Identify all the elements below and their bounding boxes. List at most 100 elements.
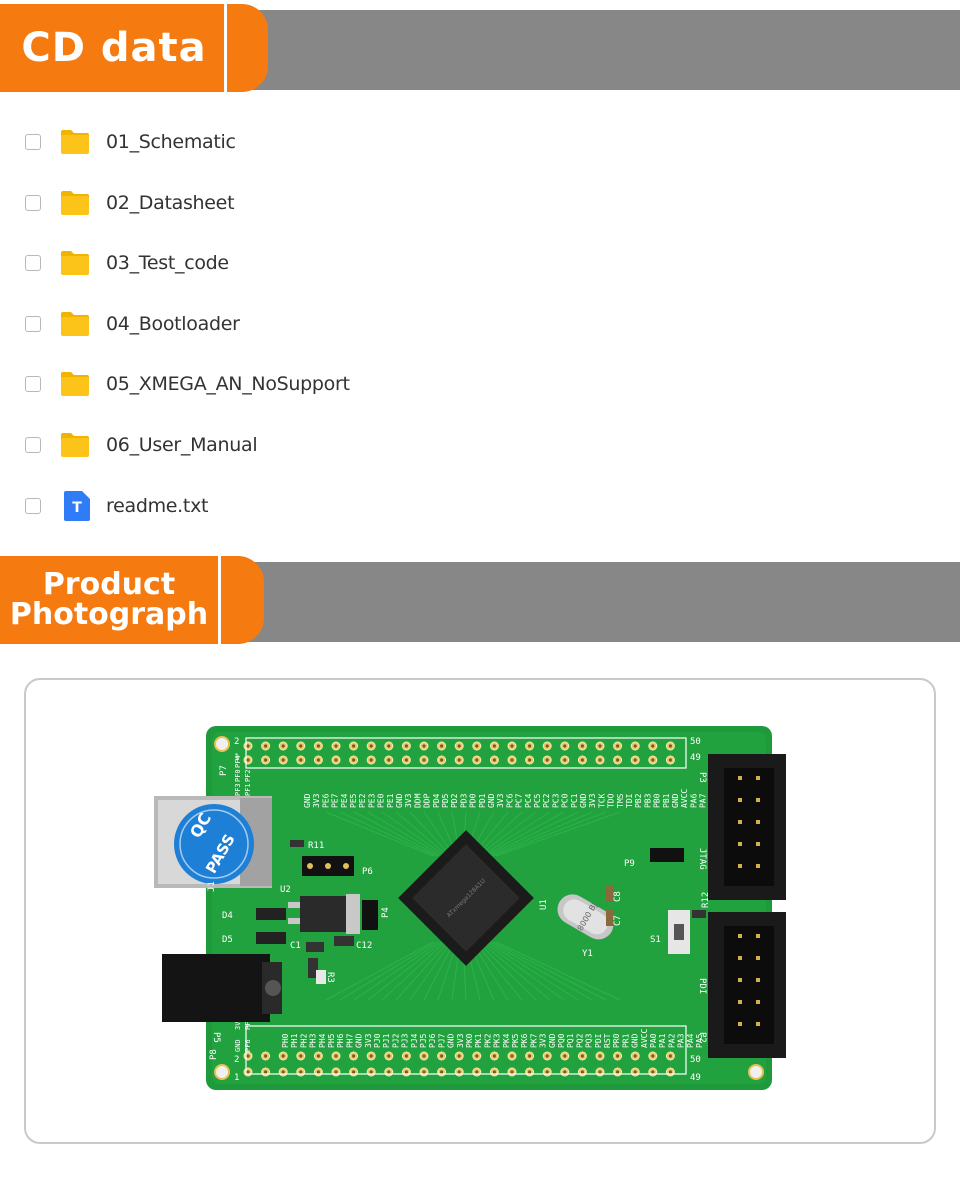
top-pin-label: PE1 — [386, 793, 395, 808]
text-file-icon-letter: T — [72, 500, 82, 516]
header-pin-hole — [475, 744, 479, 748]
header-pin-hole — [598, 744, 602, 748]
header-pin-hole — [316, 744, 320, 748]
pcb-trace — [480, 811, 551, 857]
label-p5: P5 — [211, 1032, 221, 1043]
header-pin-hole — [616, 1070, 620, 1074]
pcb-trace — [395, 941, 449, 1001]
header-pin-hole — [457, 758, 461, 762]
top-pin-label: PC1 — [570, 793, 579, 808]
label-d5: D5 — [222, 935, 233, 945]
top-pin-label: DDM — [413, 793, 422, 808]
bottom-pin-label: PH1 — [290, 1033, 299, 1048]
voltage-regulator — [288, 894, 360, 934]
pcb-trace — [353, 941, 440, 1001]
mounting-hole — [214, 736, 230, 752]
file-name[interactable]: 06_User_Manual — [106, 434, 258, 456]
pcb-trace — [474, 941, 523, 1001]
file-list-item[interactable]: 03_Test_code — [0, 243, 600, 283]
bottom-pin-label: PJ7 — [437, 1033, 446, 1048]
bottom-pin-label: PJ6 — [428, 1033, 437, 1048]
capacitor-c7 — [606, 910, 614, 926]
checkbox[interactable] — [25, 376, 41, 392]
checkbox[interactable] — [25, 437, 41, 453]
pcb-trace — [381, 941, 446, 1001]
header-pin-hole — [334, 744, 338, 748]
header-pin-hole — [352, 758, 356, 762]
header-pin-hole — [563, 744, 567, 748]
file-list-item[interactable]: 04_Bootloader — [0, 304, 600, 344]
label-r3: R3 — [325, 972, 335, 983]
checkbox[interactable] — [25, 255, 41, 271]
label-j1: J1 — [207, 881, 217, 892]
header-pin-hole — [510, 1054, 514, 1058]
header-pin-hole — [668, 744, 673, 748]
top-pin-label: PB1 — [662, 793, 671, 808]
resistor-r12 — [692, 910, 706, 918]
file-name[interactable]: 01_Schematic — [106, 131, 236, 153]
header-pin-hole — [545, 744, 549, 748]
top-pin-label: PC7 — [515, 793, 524, 808]
checkbox[interactable] — [25, 498, 41, 514]
file-list-item[interactable]: 02_Datasheet — [0, 183, 600, 223]
checkbox[interactable] — [25, 316, 41, 332]
top-pin-label: PE7 — [331, 793, 340, 808]
section-title: Product Photograph — [0, 556, 218, 644]
header-pin-hole — [264, 1054, 268, 1058]
top-pin-label: PC4 — [524, 793, 533, 808]
folder-icon — [61, 372, 89, 396]
top-pin-label: PE2 — [358, 793, 367, 808]
file-name[interactable]: 03_Test_code — [106, 252, 229, 274]
file-name[interactable]: 02_Datasheet — [106, 192, 235, 214]
file-list-item[interactable]: 05_XMEGA_AN_NoSupport — [0, 364, 600, 404]
file-name[interactable]: readme.txt — [106, 495, 209, 517]
checkbox[interactable] — [25, 134, 41, 150]
connector-pin — [738, 820, 742, 824]
connector-pin — [738, 934, 742, 938]
pcb-trace — [423, 941, 455, 1001]
file-name[interactable]: 04_Bootloader — [106, 313, 240, 335]
header-pin-hole — [492, 744, 496, 748]
header-pin-hole — [422, 1054, 426, 1058]
bottom-pin-label: PA1 — [658, 1033, 667, 1048]
top-pin-label: TDO — [607, 793, 616, 808]
left-bottom-pin-label: PF6 — [244, 1039, 252, 1052]
top-pin-label: PE5 — [349, 793, 358, 808]
bottom-pin-label: PA0 — [649, 1033, 658, 1048]
section-title-line1: Product — [42, 567, 176, 602]
header-pin-hole — [246, 1054, 250, 1058]
file-list-item[interactable]: 01_Schematic — [0, 122, 600, 162]
jtag-connector — [708, 754, 786, 900]
header-pin-hole — [369, 744, 373, 748]
mounting-hole — [748, 1064, 764, 1080]
top-pin-label: PA6 — [689, 793, 698, 808]
label-p3: P3 — [697, 772, 707, 783]
header-pin-hole — [264, 1070, 268, 1074]
header-pin-hole — [246, 758, 250, 762]
bottom-pin-label: GND — [631, 1033, 640, 1048]
header-pin-hole — [316, 1054, 320, 1058]
header-orange-tab: Product Photograph — [0, 556, 264, 644]
connector-pin — [738, 798, 742, 802]
top-pin-label: PC2 — [542, 793, 551, 808]
header-pin-hole — [352, 1054, 356, 1058]
header-pin-hole — [422, 758, 426, 762]
header-pin-hole — [387, 758, 391, 762]
file-list-item[interactable]: 06_User_Manual — [0, 425, 600, 465]
header-pin-hole — [281, 1054, 285, 1058]
bottom-pin-label: PK1 — [474, 1033, 483, 1048]
file-name[interactable]: 05_XMEGA_AN_NoSupport — [106, 373, 350, 395]
bottom-pin-label: GND — [355, 1033, 364, 1048]
pcb-trace — [480, 941, 551, 1001]
header-pin-hole — [633, 1070, 637, 1074]
header-pin-hole — [580, 744, 585, 748]
label-p8: P8 — [209, 1049, 219, 1060]
header-pin-hole — [352, 744, 356, 748]
top-pin-label: PE6 — [321, 793, 330, 808]
header-pin-hole — [264, 744, 268, 748]
header-divider — [218, 556, 221, 644]
checkbox[interactable] — [25, 195, 41, 211]
p9-jumper — [650, 848, 684, 862]
